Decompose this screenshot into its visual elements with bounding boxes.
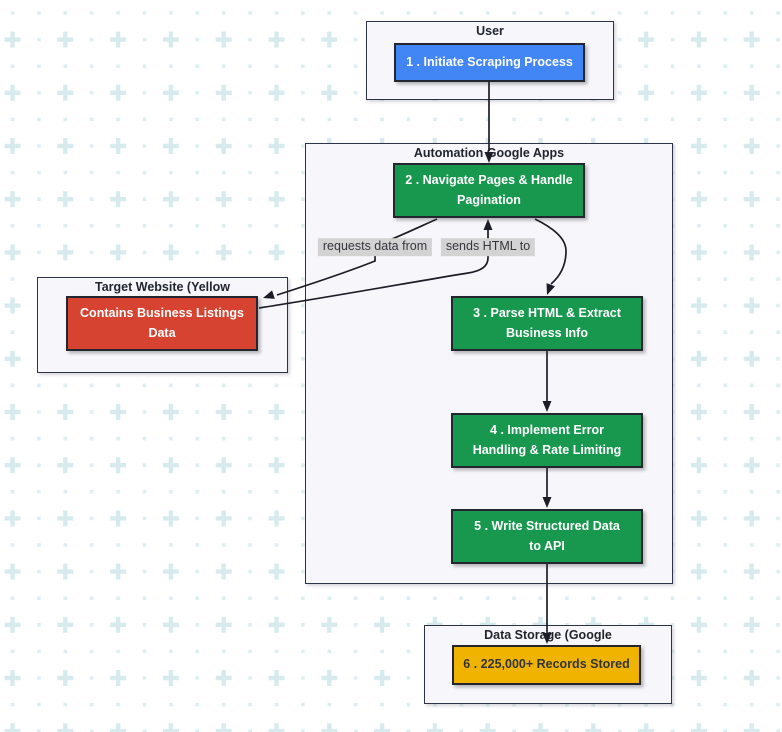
edge-label-requests-data-from: requests data from (317, 238, 433, 256)
node-records-stored: 6 . 225,000+ Records Stored (452, 645, 641, 685)
node-write-data: 5 . Write Structured Data to API (451, 509, 643, 564)
node-initiate-scraping: 1 . Initiate Scraping Process (394, 43, 585, 82)
node-business-listings: Contains Business Listings Data (66, 296, 258, 351)
cluster-title-data-storage: Data Storage (Google (484, 628, 612, 642)
cluster-title-target-website: Target Website (Yellow (95, 280, 230, 294)
node-navigate-pages: 2 . Navigate Pages & Handle Pagination (393, 163, 585, 218)
edge-label-sends-html-to: sends HTML to (440, 238, 536, 256)
node-error-handling: 4 . Implement Error Handling & Rate Limi… (451, 413, 643, 468)
cluster-title-user: User (476, 24, 504, 38)
cluster-title-automation: Automation Google Apps (413, 146, 565, 160)
node-parse-html: 3 . Parse HTML & Extract Business Info (451, 296, 643, 351)
